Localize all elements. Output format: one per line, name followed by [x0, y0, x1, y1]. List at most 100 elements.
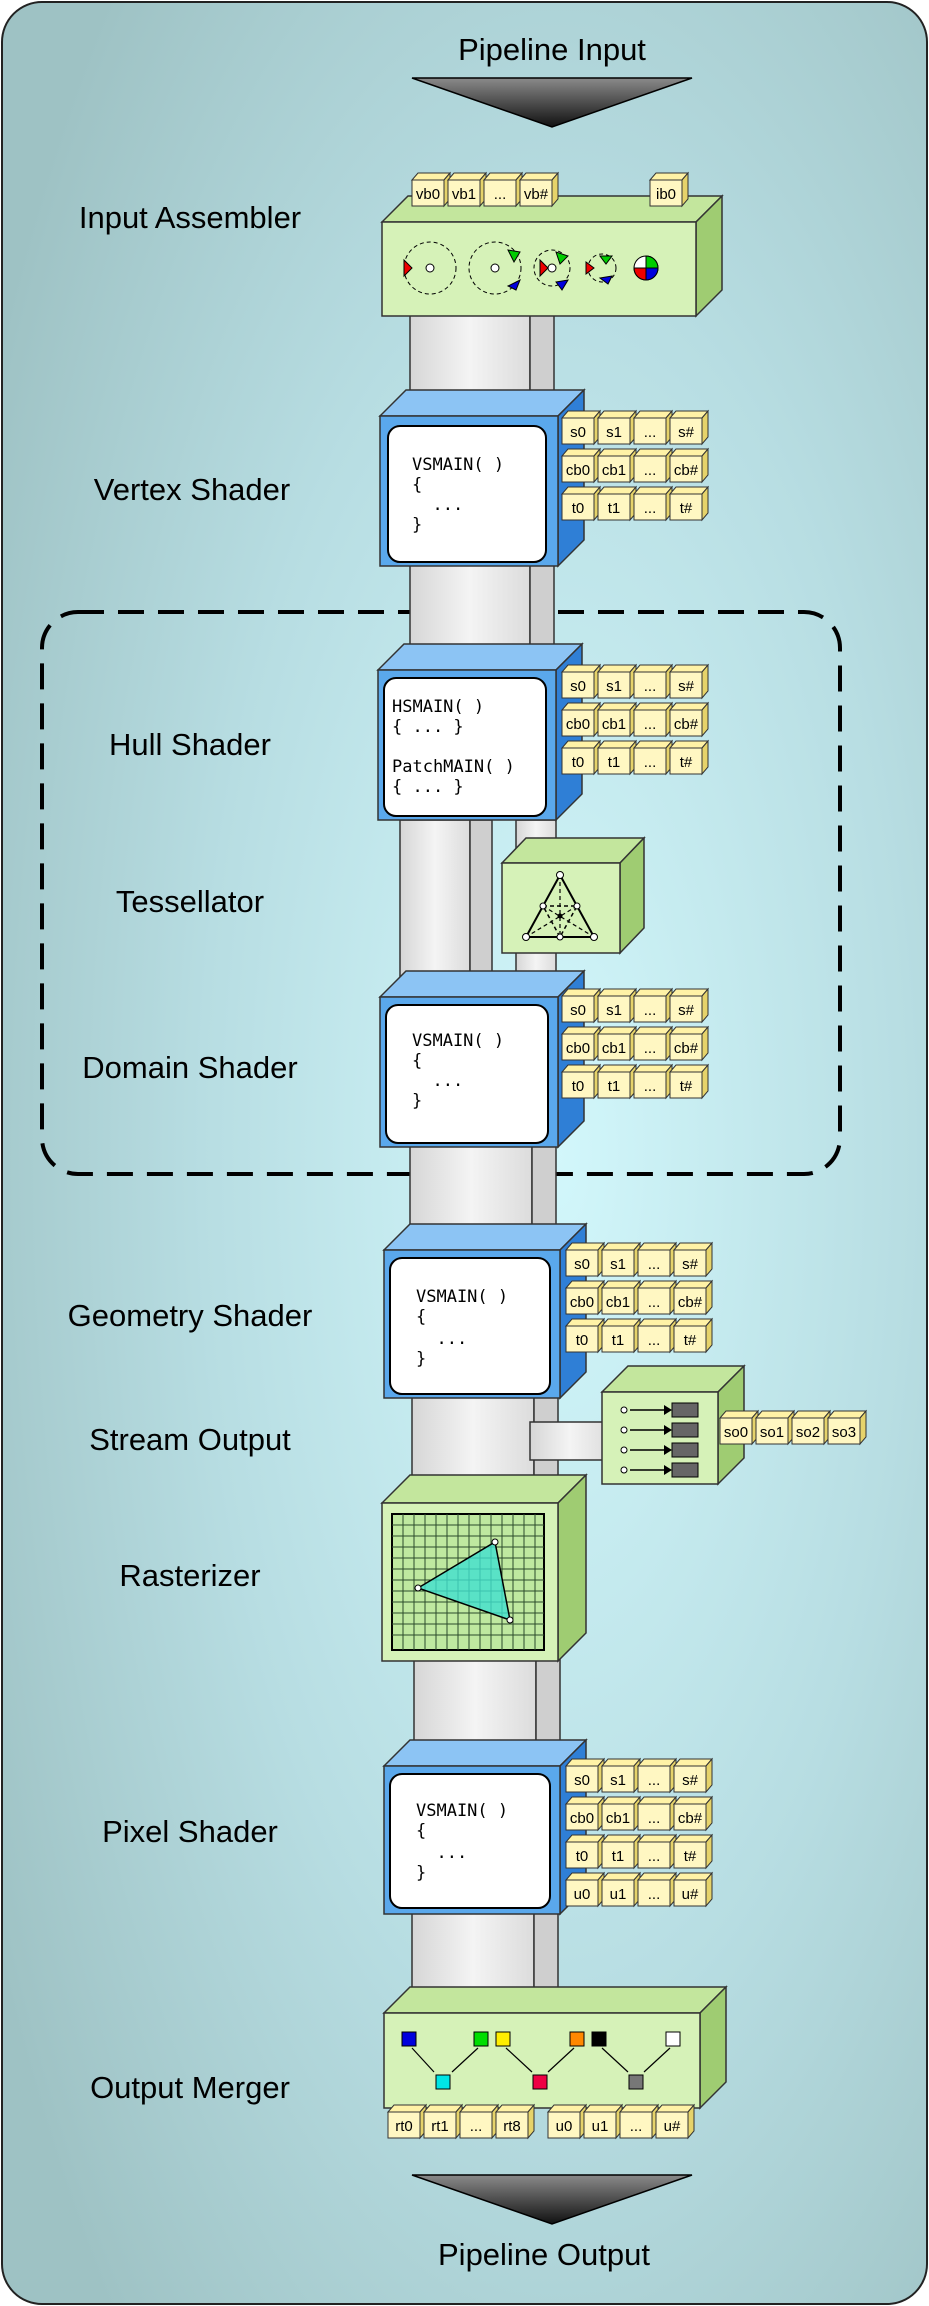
texture-slot: t#	[684, 1848, 697, 1865]
texture-slot: ...	[644, 500, 657, 517]
constant-buffer-slot: cb1	[606, 1294, 630, 1311]
constant-buffer-slot: cb0	[566, 1040, 590, 1057]
code-line: {	[412, 1051, 422, 1071]
sampler-slot: ...	[644, 1002, 657, 1019]
pixel-shader-label: Pixel Shader	[102, 1814, 278, 1849]
constant-buffer-slot: ...	[644, 1040, 657, 1057]
code-line: VSMAIN( )	[412, 1031, 504, 1051]
tessellator-block	[500, 836, 646, 955]
sampler-slot: s#	[682, 1256, 699, 1273]
rt-slot: rt0	[395, 2118, 413, 2135]
uav-slot: u0	[574, 1886, 591, 1903]
output-merger-label: Output Merger	[90, 2070, 290, 2105]
code-line: ...	[416, 1329, 467, 1349]
sampler-slot: s#	[682, 1772, 699, 1789]
sampler-slot: s0	[570, 424, 586, 441]
vb-slot: ...	[494, 186, 507, 203]
constant-buffer-slot: cb#	[674, 716, 699, 733]
sampler-slot: s1	[606, 1002, 622, 1019]
output-merger-uav-slots: u0 u1 ... u#	[546, 2103, 696, 2140]
vb-slot: vb0	[416, 186, 440, 203]
uav-slot: ...	[630, 2118, 643, 2135]
texture-slot: ...	[644, 1078, 657, 1095]
rt-slot: rt1	[431, 2118, 449, 2135]
sampler-slot: s1	[606, 678, 622, 695]
stream-output-slots: so0 so1 so2 so3	[718, 1409, 868, 1446]
pixel-shader-resources: s0 s1 ... s# cb0 cb1 ...	[564, 1757, 714, 1908]
geometry-shader-block: VSMAIN( ) { ... }	[382, 1222, 588, 1400]
uav-slot: u#	[664, 2118, 681, 2135]
uav-slot: u#	[682, 1886, 699, 1903]
domain-shader-resources: s0 s1 ... s# cb0 cb1 ...	[560, 987, 710, 1100]
so-slot: so0	[724, 1424, 748, 1441]
code-line: }	[416, 1349, 426, 1369]
constant-buffer-slot: ...	[644, 462, 657, 479]
so-slot: so2	[796, 1424, 820, 1441]
constant-buffer-slot: cb1	[602, 462, 626, 479]
pipeline-output-arrow	[411, 2174, 693, 2225]
sampler-slot: s#	[678, 424, 695, 441]
domain-shader-block: VSMAIN( ) { ... }	[378, 969, 586, 1149]
code-line: VSMAIN( )	[416, 1801, 508, 1821]
constant-buffer-slot: ...	[648, 1294, 661, 1311]
code-line: }	[412, 515, 422, 535]
stream-output-arrows	[620, 1402, 699, 1478]
texture-slot: t1	[608, 1078, 621, 1095]
constant-buffer-slot: cb1	[602, 1040, 626, 1057]
hull-shader-block: HSMAIN( ) { ... } PatchMAIN( ) { ... }	[376, 642, 584, 822]
vb-slot: vb1	[452, 186, 476, 203]
pipeline-input-arrow	[411, 77, 693, 128]
so-slot: so1	[760, 1424, 784, 1441]
sampler-slot: ...	[644, 678, 657, 695]
output-merger-block	[382, 1985, 728, 2110]
sampler-slot: s1	[606, 424, 622, 441]
sampler-slot: s0	[570, 1002, 586, 1019]
ib-slot: ib0	[656, 186, 676, 203]
sampler-slot: ...	[648, 1256, 661, 1273]
texture-slot: ...	[648, 1848, 661, 1865]
constant-buffer-slot: ...	[648, 1810, 661, 1827]
sampler-slot: s#	[678, 678, 695, 695]
domain-shader-label: Domain Shader	[82, 1050, 297, 1085]
constant-buffer-slot: cb0	[566, 716, 590, 733]
hull-shader-label: Hull Shader	[109, 727, 271, 762]
texture-slot: t#	[680, 754, 693, 771]
sampler-slot: s1	[610, 1772, 626, 1789]
code-line: {	[416, 1307, 426, 1327]
render-target-slots: rt0 rt1 ... rt8	[386, 2103, 536, 2140]
constant-buffer-slot: cb#	[674, 462, 699, 479]
uav-slot: u1	[610, 1886, 627, 1903]
code-line: VSMAIN( )	[416, 1287, 508, 1307]
vertex-shader-block: VSMAIN( ) { ... }	[378, 388, 586, 568]
sampler-slot: s0	[570, 678, 586, 695]
code-line: }	[416, 1863, 426, 1883]
constant-buffer-slot: cb#	[678, 1810, 703, 1827]
stream-output-label: Stream Output	[89, 1422, 291, 1457]
constant-buffer-slot: cb0	[570, 1810, 594, 1827]
uav-slot: u1	[592, 2118, 609, 2135]
code-line: { ... }	[392, 717, 464, 737]
constant-buffer-slot: cb1	[602, 716, 626, 733]
constant-buffer-slot: cb0	[566, 462, 590, 479]
vertex-glyphs	[403, 241, 659, 295]
hull-shader-resources: s0 s1 ... s# cb0 cb1 ...	[560, 663, 710, 776]
stream-output-block	[600, 1364, 746, 1486]
code-line: ...	[416, 1843, 467, 1863]
code-line: VSMAIN( )	[412, 455, 504, 475]
texture-slot: t0	[576, 1848, 589, 1865]
texture-slot: t#	[680, 500, 693, 517]
code-line: {	[416, 1821, 426, 1841]
sampler-slot: s0	[574, 1772, 590, 1789]
texture-slot: t1	[608, 754, 621, 771]
code-line: }	[412, 1091, 422, 1111]
pipeline-input-label: Pipeline Input	[458, 32, 646, 67]
blend-glyphs	[401, 2031, 681, 2090]
sampler-slot: s#	[678, 1002, 695, 1019]
sampler-slot: s0	[574, 1256, 590, 1273]
code-line: { ... }	[392, 777, 464, 797]
texture-slot: t0	[572, 754, 585, 771]
texture-slot: t#	[680, 1078, 693, 1095]
vertex-shader-label: Vertex Shader	[94, 472, 290, 507]
code-line: HSMAIN( )	[392, 697, 484, 717]
